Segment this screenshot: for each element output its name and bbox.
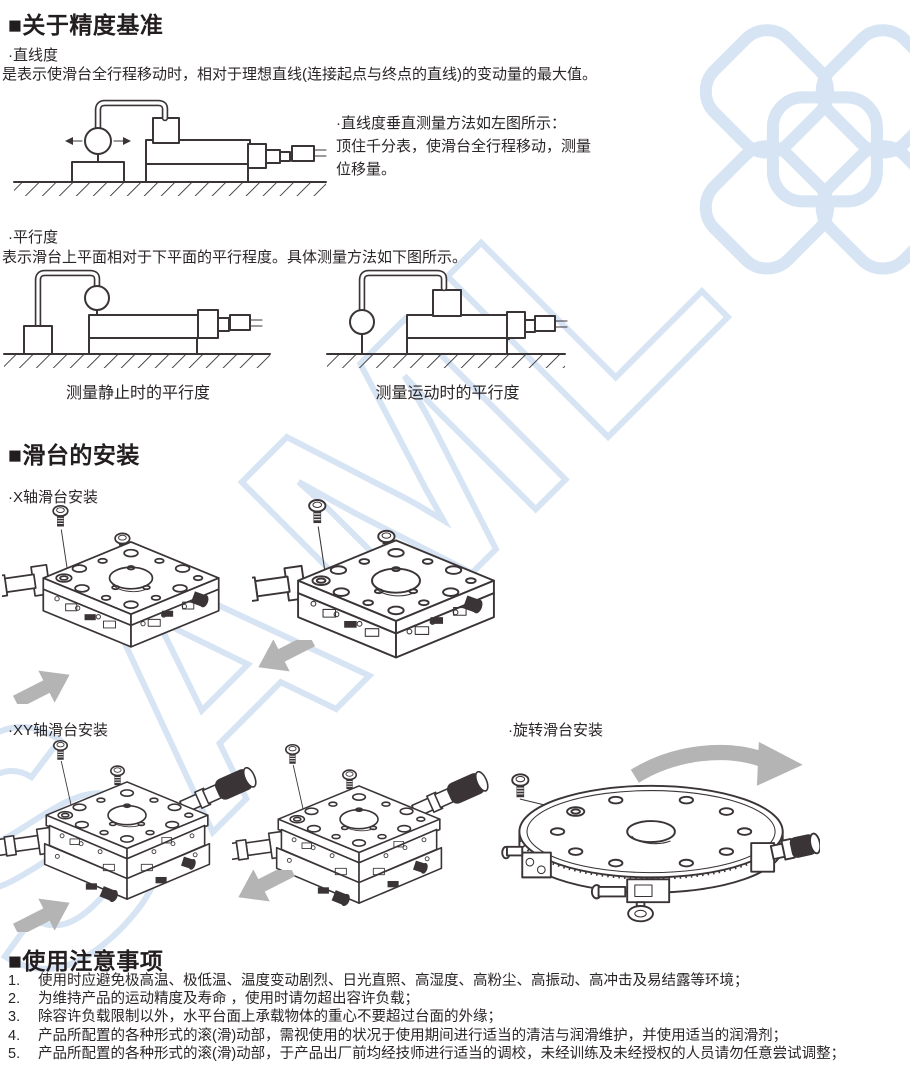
- ground-hatching: [14, 183, 326, 196]
- straightness-method-text: ·直线度垂直测量方法如左图所示： 顶住千分表，使滑台全行程移动，测量 位移量。: [336, 115, 592, 178]
- gauge-stand: [23, 325, 53, 355]
- note-number: [8, 990, 38, 1008]
- ground-hatching: [4, 355, 270, 368]
- rotary-table: [518, 784, 784, 894]
- note-text: 为维持产品的运动精度及寿命 ，使用时请勿超出容许负载；: [38, 991, 420, 1008]
- rotary-stage-label: ·旋转滑台安装: [508, 722, 603, 739]
- slide-stage-side-view: [406, 289, 568, 355]
- micrometer-head: [750, 832, 820, 873]
- straightness-label: ·直线度: [8, 47, 58, 64]
- rotation-arrow-head-icon: [756, 741, 803, 786]
- parallelism-description: 表示滑台上平面相对于下平面的平行程度。具体测量方法如下图所示。: [2, 249, 468, 266]
- note-number: [8, 1045, 38, 1063]
- ground-hatching: [327, 355, 565, 368]
- slide-stage-side-view: [145, 117, 327, 183]
- parallelism-static-diagram: [3, 269, 271, 368]
- mounting-screw-icon: [511, 773, 530, 799]
- bottom-clamp-assembly: [590, 878, 671, 923]
- left-clamp-bracket: [501, 845, 552, 879]
- parallelism-moving-diagram: [326, 269, 568, 368]
- note-text: 使用时应避免极高温、极低温、温度变动剧烈、日光直照、高湿度、高粉尘、高振动、高冲…: [38, 973, 749, 989]
- note-text: 产品所配置的各种形式的滚(滑)动部，于产品出厂前均经技师进行适当的调校，未经训练…: [38, 1045, 846, 1062]
- slide-stage-side-view: [88, 309, 263, 355]
- rotary-stage-drawing: [501, 741, 820, 923]
- watermark-logo-icon: [699, 24, 910, 275]
- note-number: [8, 972, 38, 990]
- section-title-precision: ■关于精度基准: [8, 12, 164, 38]
- remove-direction-arrow-icon: [250, 640, 320, 684]
- usage-notes-list: 使用时应避免极高温、极低温、温度变动剧烈、日光直照、高湿度、高粉尘、高振动、高冲…: [8, 972, 906, 1063]
- section-title-notes: ■使用注意事项: [8, 948, 164, 974]
- note-item: 产品所配置的各种形式的滚(滑)动部，于产品出厂前均经技师进行适当的调校，未经训练…: [8, 1045, 906, 1063]
- remove-direction-arrow-icon: [230, 870, 300, 914]
- gauge-tube: [358, 269, 448, 323]
- dial-gauge: [84, 285, 110, 316]
- caption-moving-parallelism: 测量运动时的平行度: [375, 385, 520, 402]
- note-number: [8, 1027, 38, 1045]
- note-item: 除容许负载限制以外，水平台面上承载物体的重心不要超过台面的外缘；: [8, 1008, 906, 1026]
- note-text: 产品所配置的各种形式的滚(滑)动部，需视使用的状况于使用期间进行适当的清洁与润滑…: [38, 1027, 788, 1044]
- note-number: [8, 1008, 38, 1026]
- install-direction-arrow-icon: [8, 886, 78, 932]
- section-title-installation: ■滑台的安装: [8, 442, 140, 468]
- note-item: 产品所配置的各种形式的滚(滑)动部，需视使用的状况于使用期间进行适当的清洁与润滑…: [8, 1027, 906, 1045]
- straightness-measurement-diagram: [13, 99, 327, 196]
- xy-stage-label: ·XY轴滑台安装: [8, 722, 109, 739]
- rotation-arrow-icon: [630, 745, 770, 783]
- x-stage-label: ·X轴滑台安装: [8, 489, 99, 506]
- install-direction-arrow-icon: [8, 658, 78, 704]
- note-item: 为维持产品的运动精度及寿命 ，使用时请勿超出容许负载；: [8, 990, 906, 1008]
- caption-static-parallelism: 测量静止时的平行度: [65, 385, 210, 402]
- dial-gauge: [349, 309, 375, 355]
- dial-gauge: [65, 127, 131, 183]
- right-motion-arrow-icon: [123, 137, 131, 145]
- left-motion-arrow-icon: [65, 137, 73, 145]
- straightness-description: 是表示使滑台全行程移动时，相对于理想直线(连接起点与终点的直线)的变动量的最大值…: [2, 66, 597, 83]
- parallelism-label: ·平行度: [8, 229, 58, 246]
- note-item: 使用时应避免极高温、极低温、温度变动剧烈、日光直照、高湿度、高粉尘、高振动、高冲…: [8, 972, 906, 990]
- note-text: 除容许负载限制以外，水平台面上承载物体的重心不要超过台面的外缘；: [38, 1009, 502, 1026]
